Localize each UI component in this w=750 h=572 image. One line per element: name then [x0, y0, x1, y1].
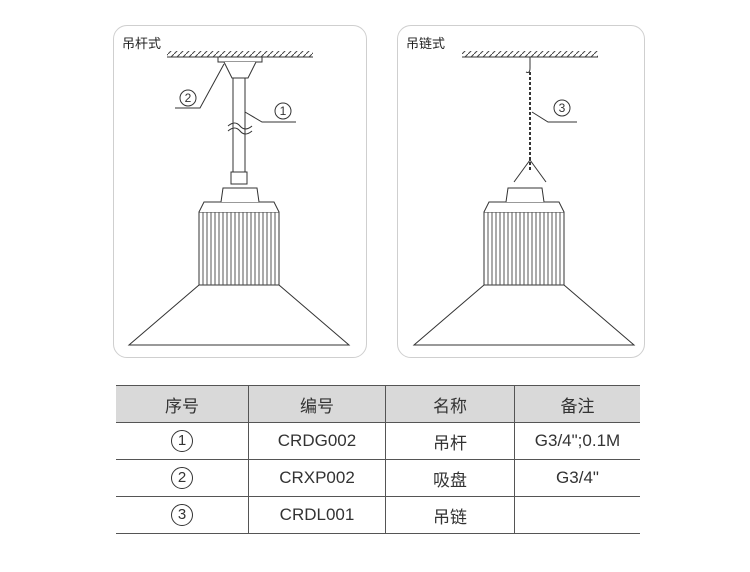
- rod-mount-title: 吊杆式: [122, 37, 162, 52]
- table-row: 1 CRDG002 吊杆 G3/4";0.1M: [116, 422, 640, 460]
- header-code: 编号: [248, 385, 386, 423]
- row-index: 3: [171, 504, 193, 526]
- row-code: CRDG002: [248, 422, 386, 460]
- row-note: [514, 496, 640, 534]
- rod-mount-drawing: [128, 51, 350, 346]
- row-note: G3/4": [514, 459, 640, 497]
- lamp-drawings: 2 1 3: [128, 51, 635, 346]
- table-row: 2 CRXP002 吸盘 G3/4": [116, 459, 640, 497]
- callout-2: 2: [185, 91, 192, 105]
- row-name: 吸盘: [385, 459, 515, 497]
- callout-1: 1: [280, 104, 287, 118]
- row-index: 1: [171, 430, 193, 452]
- table-header-row: 序号 编号 名称 备注: [116, 385, 640, 423]
- parts-table: 序号 编号 名称 备注 1 CRDG002 吊杆 G3/4";0.1M 2 CR…: [116, 385, 640, 534]
- callout-3: 3: [559, 101, 566, 115]
- row-code: CRDL001: [248, 496, 386, 534]
- header-note: 备注: [514, 385, 640, 423]
- table-row: 3 CRDL001 吊链: [116, 496, 640, 534]
- row-code: CRXP002: [248, 459, 386, 497]
- row-name: 吊杆: [385, 422, 515, 460]
- chain-mount-drawing: [413, 51, 635, 346]
- row-note: G3/4";0.1M: [514, 422, 640, 460]
- header-name: 名称: [385, 385, 515, 423]
- row-name: 吊链: [385, 496, 515, 534]
- chain-mount-title: 吊链式: [406, 37, 446, 52]
- header-index: 序号: [116, 385, 249, 423]
- row-index: 2: [171, 467, 193, 489]
